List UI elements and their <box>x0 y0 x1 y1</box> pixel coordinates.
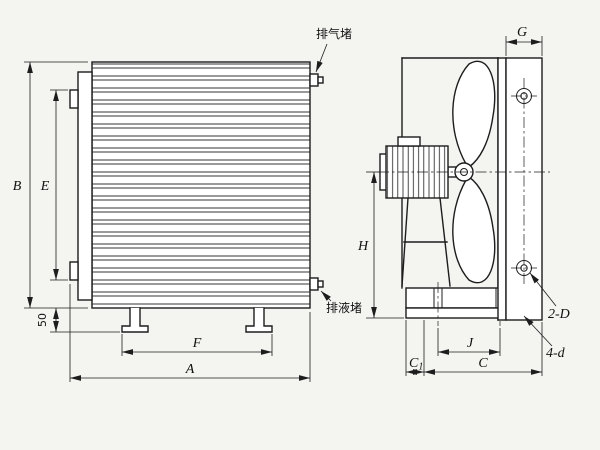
dimension-A: A <box>69 284 311 382</box>
holes-2d-label: 2-D <box>548 307 570 322</box>
drain-plug-fitting <box>309 277 324 291</box>
callout-2D-holes: 2-D <box>529 272 570 322</box>
dim-g-label: G <box>517 25 527 40</box>
dimension-C: C <box>424 322 543 376</box>
dim-c-label: C <box>478 356 488 371</box>
dimension-H: H <box>357 171 404 319</box>
mounting-feet <box>121 307 273 333</box>
dimension-J: J <box>437 328 501 356</box>
fan-blades <box>447 60 496 284</box>
dim-c1-base: C <box>409 356 419 371</box>
exhaust-plug-label: 排气堵 <box>316 26 352 41</box>
dim-c1-label: C1 <box>409 356 423 373</box>
callout-4d-holes: 4-d <box>523 315 566 361</box>
callout-exhaust-plug: 排气堵 <box>315 26 352 73</box>
side-view: G H J C1 C 2 <box>357 25 570 376</box>
dim-b-label: B <box>13 179 22 194</box>
pipe-stub-bottom <box>69 261 79 281</box>
dimension-G: G <box>505 25 543 56</box>
front-view: B E 50 F A <box>13 26 362 382</box>
heater-core <box>69 61 311 309</box>
panel-hole-top <box>511 88 537 104</box>
pipe-stub-top <box>69 89 79 109</box>
dimension-F: F <box>121 334 273 356</box>
dim-f-label: F <box>192 336 202 351</box>
dim-50-label: 50 <box>36 313 49 327</box>
exhaust-plug-fitting <box>309 73 324 87</box>
dim-e-label: E <box>40 179 50 194</box>
dimension-E: E <box>40 89 68 281</box>
dim-j-label: J <box>467 336 474 351</box>
dimension-C1: C1 <box>405 320 425 376</box>
dimension-50: 50 <box>36 308 120 333</box>
motor-pedestal <box>401 197 451 287</box>
dimension-B: B <box>13 61 88 309</box>
dim-h-label: H <box>357 239 369 254</box>
holes-4d-label: 4-d <box>546 346 566 361</box>
terminal-box <box>397 136 421 147</box>
dim-c1-subscript: 1 <box>418 362 423 373</box>
callout-drain-plug: 排液堵 <box>320 290 362 315</box>
dim-a-label: A <box>185 362 195 377</box>
drain-plug-label: 排液堵 <box>326 300 362 315</box>
motor <box>379 136 449 199</box>
